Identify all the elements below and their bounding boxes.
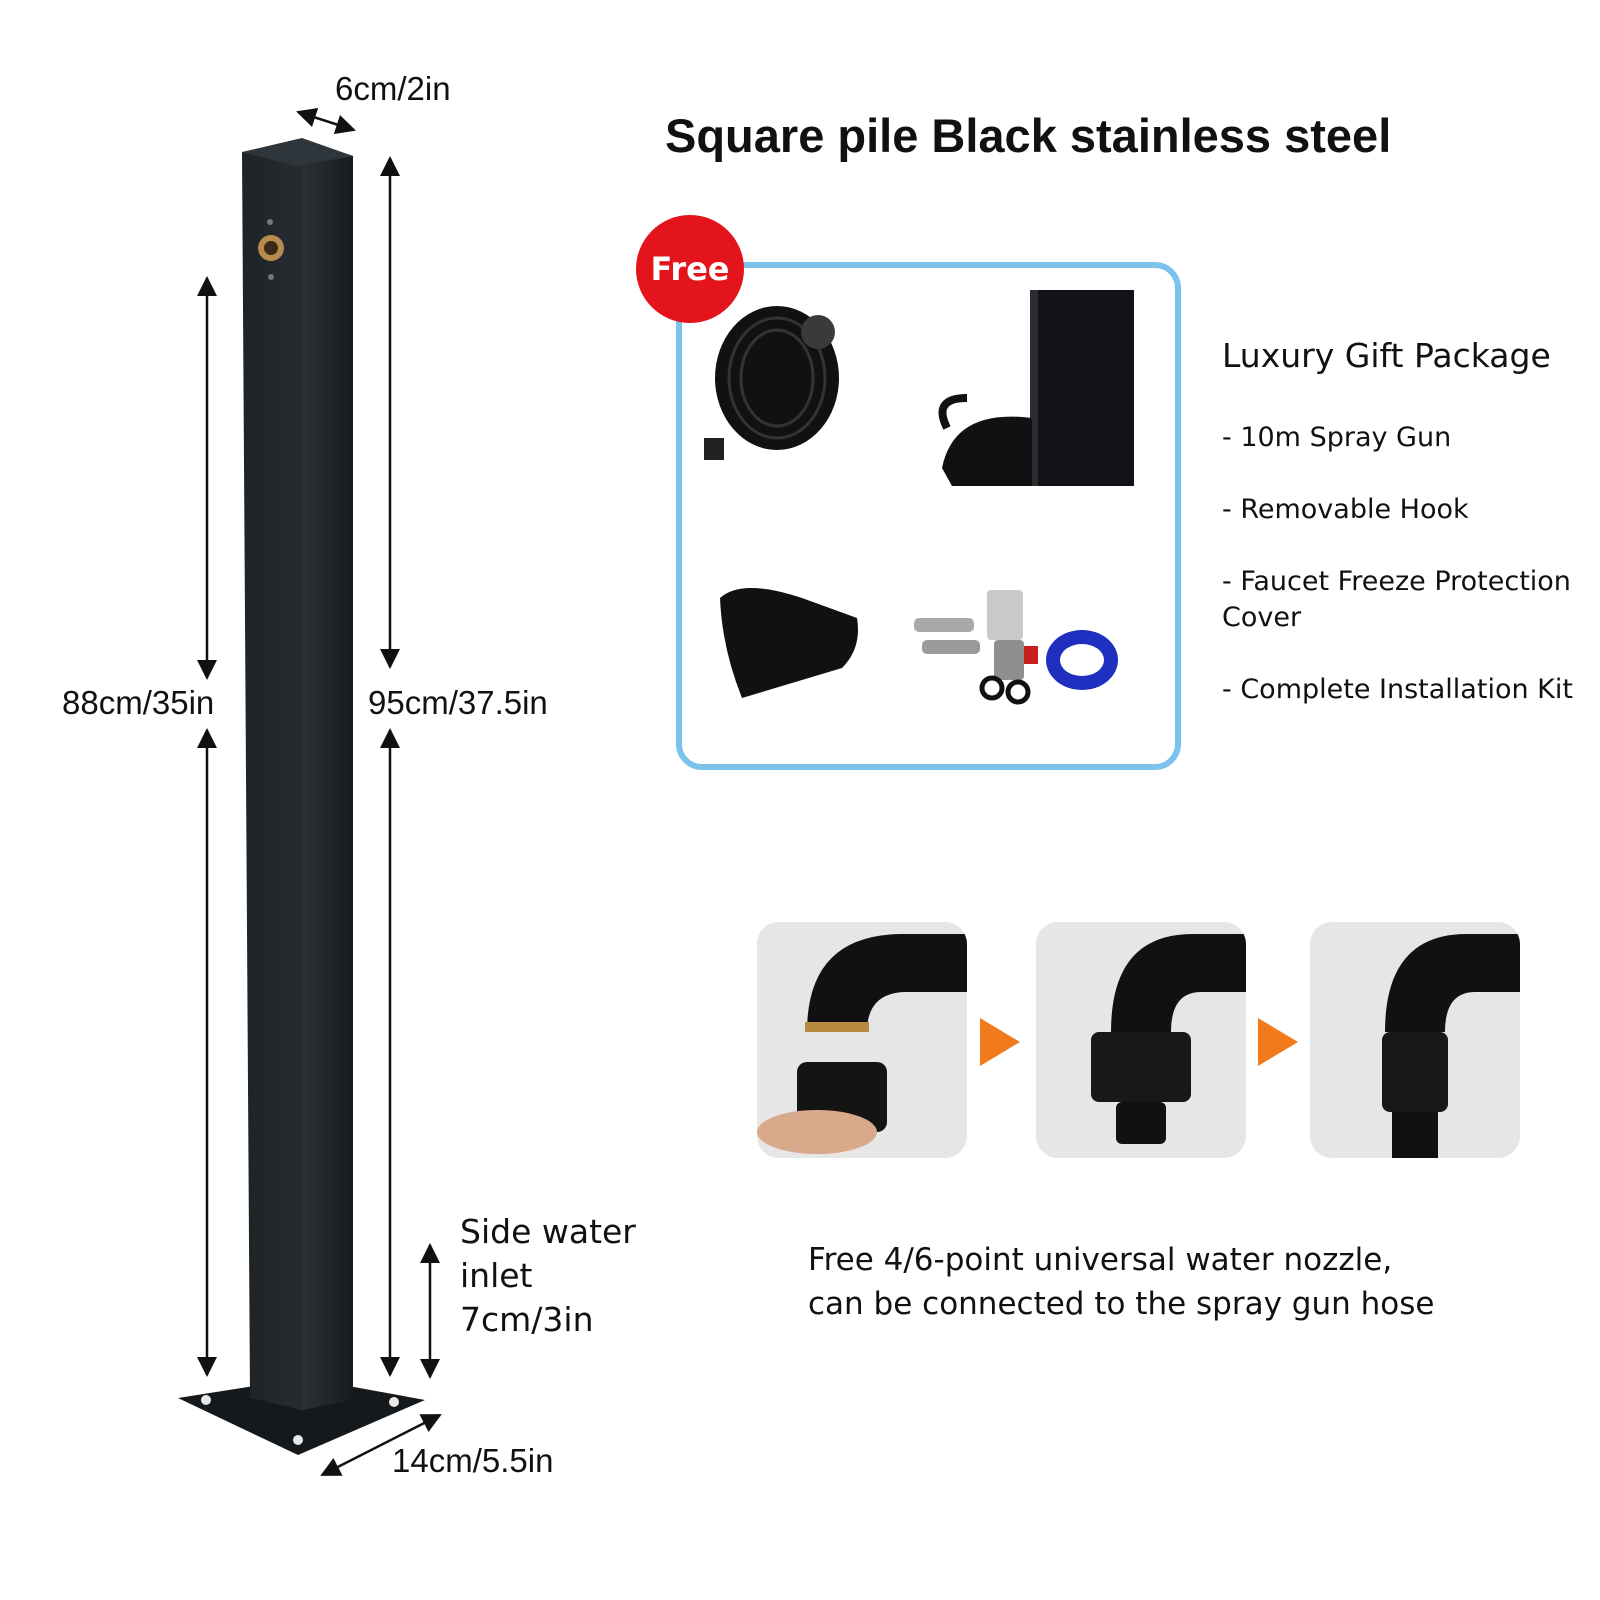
step-arrow-icon-1 bbox=[980, 1018, 1020, 1066]
nozzle-step-3 bbox=[1310, 922, 1520, 1158]
total-height-label: 95cm/37.5in bbox=[368, 684, 548, 721]
installation-kit-icon bbox=[914, 590, 1118, 705]
free-badge: Free bbox=[636, 215, 744, 323]
gift-package-heading: Luxury Gift Package bbox=[1222, 336, 1551, 375]
step-arrow-icon-2 bbox=[1258, 1018, 1298, 1066]
nozzle-note-line1: Free 4/6-point universal water nozzle, bbox=[808, 1242, 1393, 1278]
hose-spray-gun-icon bbox=[704, 306, 839, 460]
faucet-adapter-icon bbox=[1091, 933, 1246, 1144]
base-width-label: 14cm/5.5in bbox=[392, 1442, 554, 1479]
base-width-dimension-line bbox=[320, 1413, 442, 1477]
gift-items-illustration bbox=[704, 290, 1134, 705]
gift-item-freeze-cover: - Faucet Freeze Protection Cover bbox=[1222, 566, 1571, 633]
inlet-height-label: 88cm/35in bbox=[62, 684, 215, 721]
faucet-cap-icon bbox=[757, 933, 967, 1154]
side-inlet-line3: 7cm/3in bbox=[460, 1300, 594, 1339]
nozzle-step-1 bbox=[757, 922, 967, 1158]
side-inlet-note: Side water inlet 7cm/3in bbox=[460, 1210, 680, 1342]
top-width-label: 6cm/2in bbox=[335, 70, 451, 107]
nozzle-note-line2: can be connected to the spray gun hose bbox=[808, 1286, 1435, 1322]
top-width-dimension-line bbox=[296, 107, 356, 135]
removable-hook-icon bbox=[938, 290, 1134, 486]
page-title: Square pile Black stainless steel bbox=[665, 109, 1392, 162]
post-side bbox=[302, 140, 353, 1410]
base-plate bbox=[178, 1378, 425, 1455]
post-front bbox=[242, 140, 302, 1410]
gift-item-removable-hook: - Removable Hook bbox=[1222, 494, 1469, 525]
gift-item-spray-gun: - 10m Spray Gun bbox=[1222, 422, 1452, 453]
side-inlet-line2: inlet bbox=[460, 1256, 533, 1295]
side-inlet-line1: Side water bbox=[460, 1212, 636, 1251]
nozzle-note: Free 4/6-point universal water nozzle, c… bbox=[808, 1238, 1508, 1326]
gift-item-installation-kit: - Complete Installation Kit bbox=[1222, 674, 1573, 705]
gift-package-frame bbox=[676, 262, 1181, 770]
faucet-hose-connected-icon bbox=[1382, 933, 1520, 1158]
faucet-inlet-icon bbox=[258, 219, 284, 280]
freeze-cover-icon bbox=[720, 588, 858, 698]
nozzle-step-2 bbox=[1036, 922, 1246, 1158]
